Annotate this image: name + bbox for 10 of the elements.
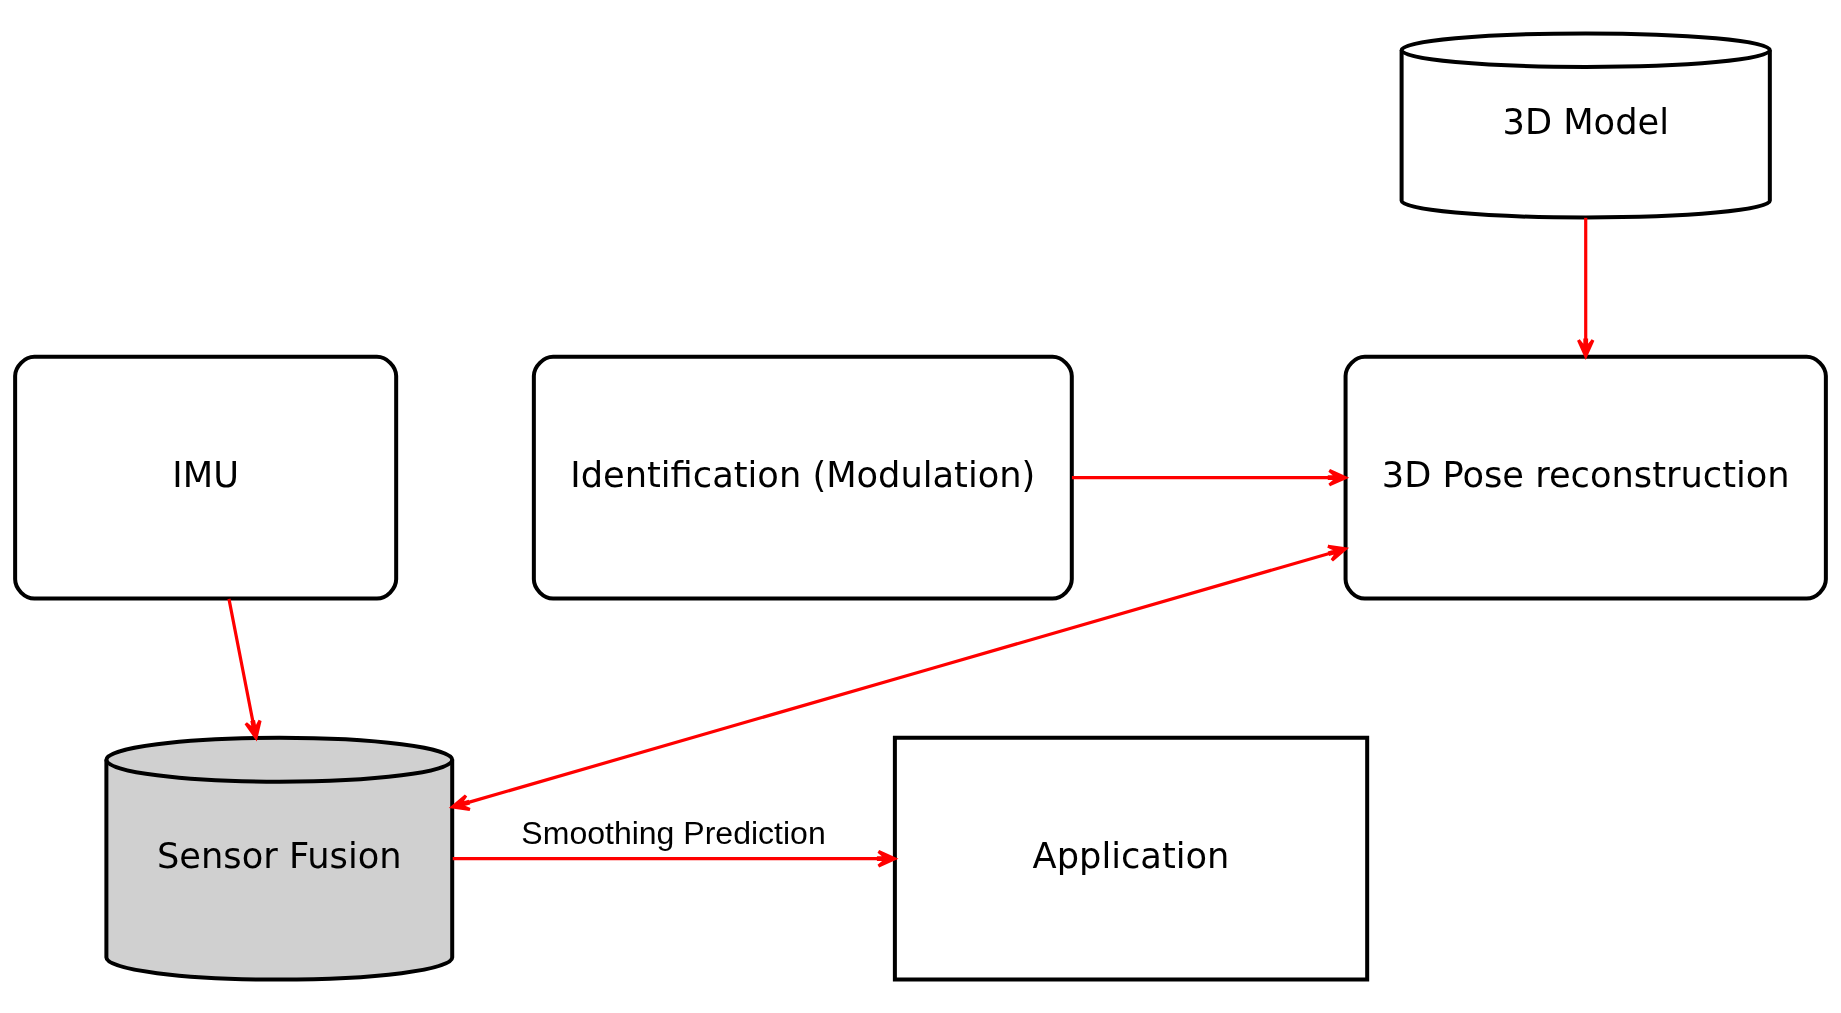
node-box: Identification (Modulation) [531,354,1074,601]
node-box: 3D Pose reconstruction [1343,354,1828,601]
arrow [450,544,1347,812]
arrow [452,849,897,868]
arrow [1576,217,1595,358]
node-box: IMU [13,354,399,601]
edge-label: Smoothing Prediction [521,815,826,852]
node-box: Application [892,735,1370,982]
arrow [1071,468,1347,487]
arrow [227,598,262,740]
